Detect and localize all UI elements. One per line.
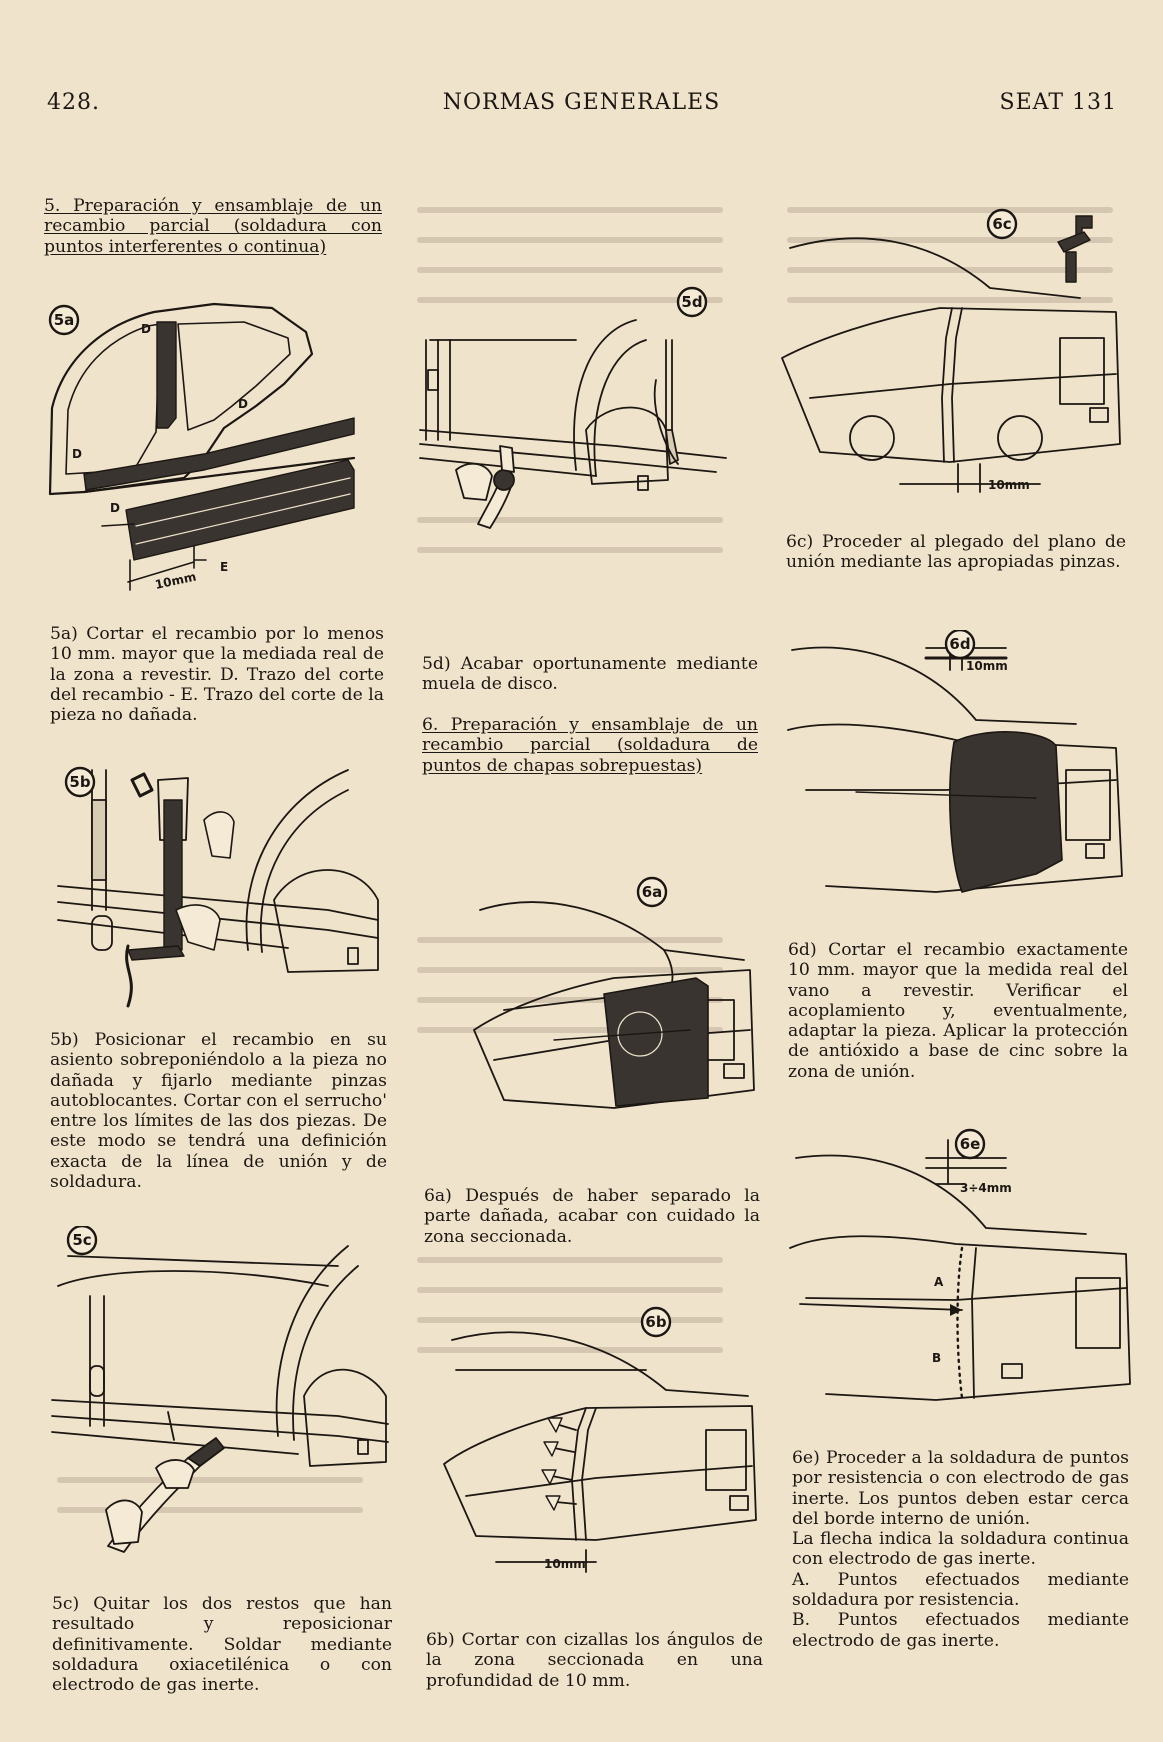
figure-5c-badge: 5c xyxy=(72,1231,91,1249)
caption-6a: 6a) Después de haber separado la parte d… xyxy=(424,1186,760,1247)
figure-6e-label-b: B xyxy=(932,1351,941,1365)
section-6-heading: 6. Preparación y ensamblaje de un recamb… xyxy=(422,715,758,776)
figure-6b-badge: 6b xyxy=(645,1313,666,1331)
figure-6b-dimension: 10mm xyxy=(544,1557,586,1571)
figure-5a: D D D D E 10mm 5a xyxy=(48,302,356,592)
figure-6c: 10mm 6c xyxy=(781,208,1121,493)
section-5-heading: 5. Preparación y ensamblaje de un recamb… xyxy=(44,196,382,257)
figure-5b: 5b xyxy=(57,766,379,1008)
figure-6c-badge: 6c xyxy=(992,215,1011,233)
caption-6e-point-a: A. Puntos efectuados mediante soldadura … xyxy=(792,1569,1129,1611)
caption-6d: 6d) Cortar el recambio exactamente 10 mm… xyxy=(788,940,1128,1082)
figure-6e-badge: 6e xyxy=(960,1135,981,1153)
caption-6b: 6b) Cortar con cizallas los ángulos de l… xyxy=(426,1630,763,1691)
figure-6e-label-a: A xyxy=(934,1275,944,1289)
model-name: SEAT 131 xyxy=(999,90,1117,115)
figure-5a-badge: 5a xyxy=(54,311,75,329)
figure-5d: 5d xyxy=(419,286,727,529)
figure-6d-badge: 6d xyxy=(949,635,970,653)
figure-6e-dimension: 3÷4mm xyxy=(960,1181,1012,1195)
figure-5a-label-d1: D xyxy=(141,322,151,336)
figure-6c-dimension: 10mm xyxy=(988,478,1030,492)
caption-5a: 5a) Cortar el recambio por lo menos 10 m… xyxy=(50,624,384,726)
figure-5a-label-e: E xyxy=(220,560,228,574)
figure-5d-badge: 5d xyxy=(681,293,702,311)
caption-5b: 5b) Posicionar el recambio en su asiento… xyxy=(50,1030,387,1193)
caption-6e-point-b: B. Puntos efectuados mediante electrodo … xyxy=(792,1610,1129,1651)
figure-5c: 5c xyxy=(51,1226,389,1553)
caption-6e: 6e) Proceder a la soldadura de puntos po… xyxy=(792,1448,1129,1651)
figure-6e: A B 3÷4mm 6e xyxy=(789,1128,1131,1401)
figure-6a-badge: 6a xyxy=(642,883,663,901)
caption-6e-arrow-note: La flecha indica la soldadura continua c… xyxy=(792,1529,1129,1570)
page-number: 428. xyxy=(47,90,100,115)
figure-6b: 10mm 6b xyxy=(443,1306,757,1573)
caption-6e-main: 6e) Proceder a la soldadura de puntos po… xyxy=(792,1448,1129,1529)
caption-5d: 5d) Acabar oportunamente mediante muela … xyxy=(422,654,758,695)
figure-6d-dimension: 10mm xyxy=(966,659,1008,673)
figure-5a-label-d3: D xyxy=(72,447,82,461)
figure-6d: 10mm 6d xyxy=(787,630,1123,893)
figure-5b-badge: 5b xyxy=(69,773,90,791)
figure-5a-label-d2: D xyxy=(238,397,248,411)
caption-6c: 6c) Proceder al plegado del plano de uni… xyxy=(786,532,1126,573)
figure-6a: 6a xyxy=(473,876,755,1109)
caption-5c: 5c) Quitar los dos restos que han result… xyxy=(52,1594,392,1696)
page-title: NORMAS GENERALES xyxy=(442,90,721,115)
figure-5a-label-d4: D xyxy=(110,501,120,515)
